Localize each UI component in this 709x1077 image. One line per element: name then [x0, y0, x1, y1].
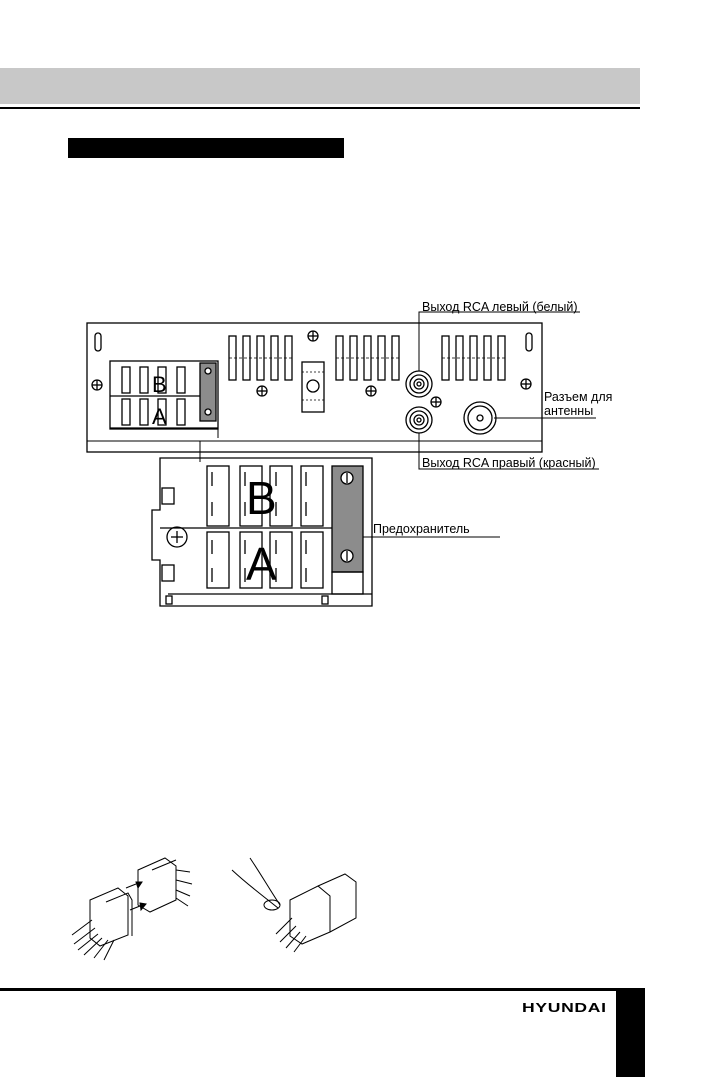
block-b-large-letter: B: [246, 472, 277, 524]
large-screw-icon: [166, 526, 188, 548]
block-a-large-letter: A: [246, 538, 277, 590]
center-module: [301, 361, 325, 413]
harness-connector-illustration: [71, 857, 193, 961]
footer-rule: [0, 988, 616, 991]
screw-icon: [91, 379, 103, 391]
small-connector-block: [109, 360, 219, 430]
section-title-bar: [68, 138, 344, 158]
rca-left-jack: [405, 370, 433, 398]
vent-slots: [228, 335, 293, 381]
vent-slots: [441, 335, 506, 381]
block-a-letter: A: [152, 404, 167, 429]
header-rule: [0, 107, 640, 109]
screw-icon: [365, 385, 377, 397]
brand-logo: HYUNDAI: [522, 1000, 607, 1015]
rca-right-jack: [405, 406, 433, 434]
antenna-jack: [463, 401, 497, 435]
block-b-letter: B: [152, 372, 167, 397]
screw-icon: [430, 396, 442, 408]
screw-icon: [307, 330, 319, 342]
footer-page-tab: [616, 988, 645, 1077]
leader-rca-right: [418, 433, 599, 470]
label-fuse: Предохранитель: [373, 522, 470, 536]
label-rca-left: Выход RCA левый (белый): [422, 300, 578, 314]
screw-icon: [256, 385, 268, 397]
leader-rca-left: [418, 311, 580, 371]
label-antenna: Разъем для антенны: [544, 390, 613, 418]
label-rca-right: Выход RCA правый (красный): [422, 456, 596, 470]
vent-slots: [335, 335, 400, 381]
header-band: [0, 68, 640, 104]
large-connector-block: [151, 457, 373, 607]
panel-slot: [525, 332, 533, 352]
rear-panel: [86, 322, 543, 453]
wire-cutter-illustration: [231, 857, 357, 953]
panel-slot: [94, 332, 102, 352]
screw-icon: [520, 378, 532, 390]
